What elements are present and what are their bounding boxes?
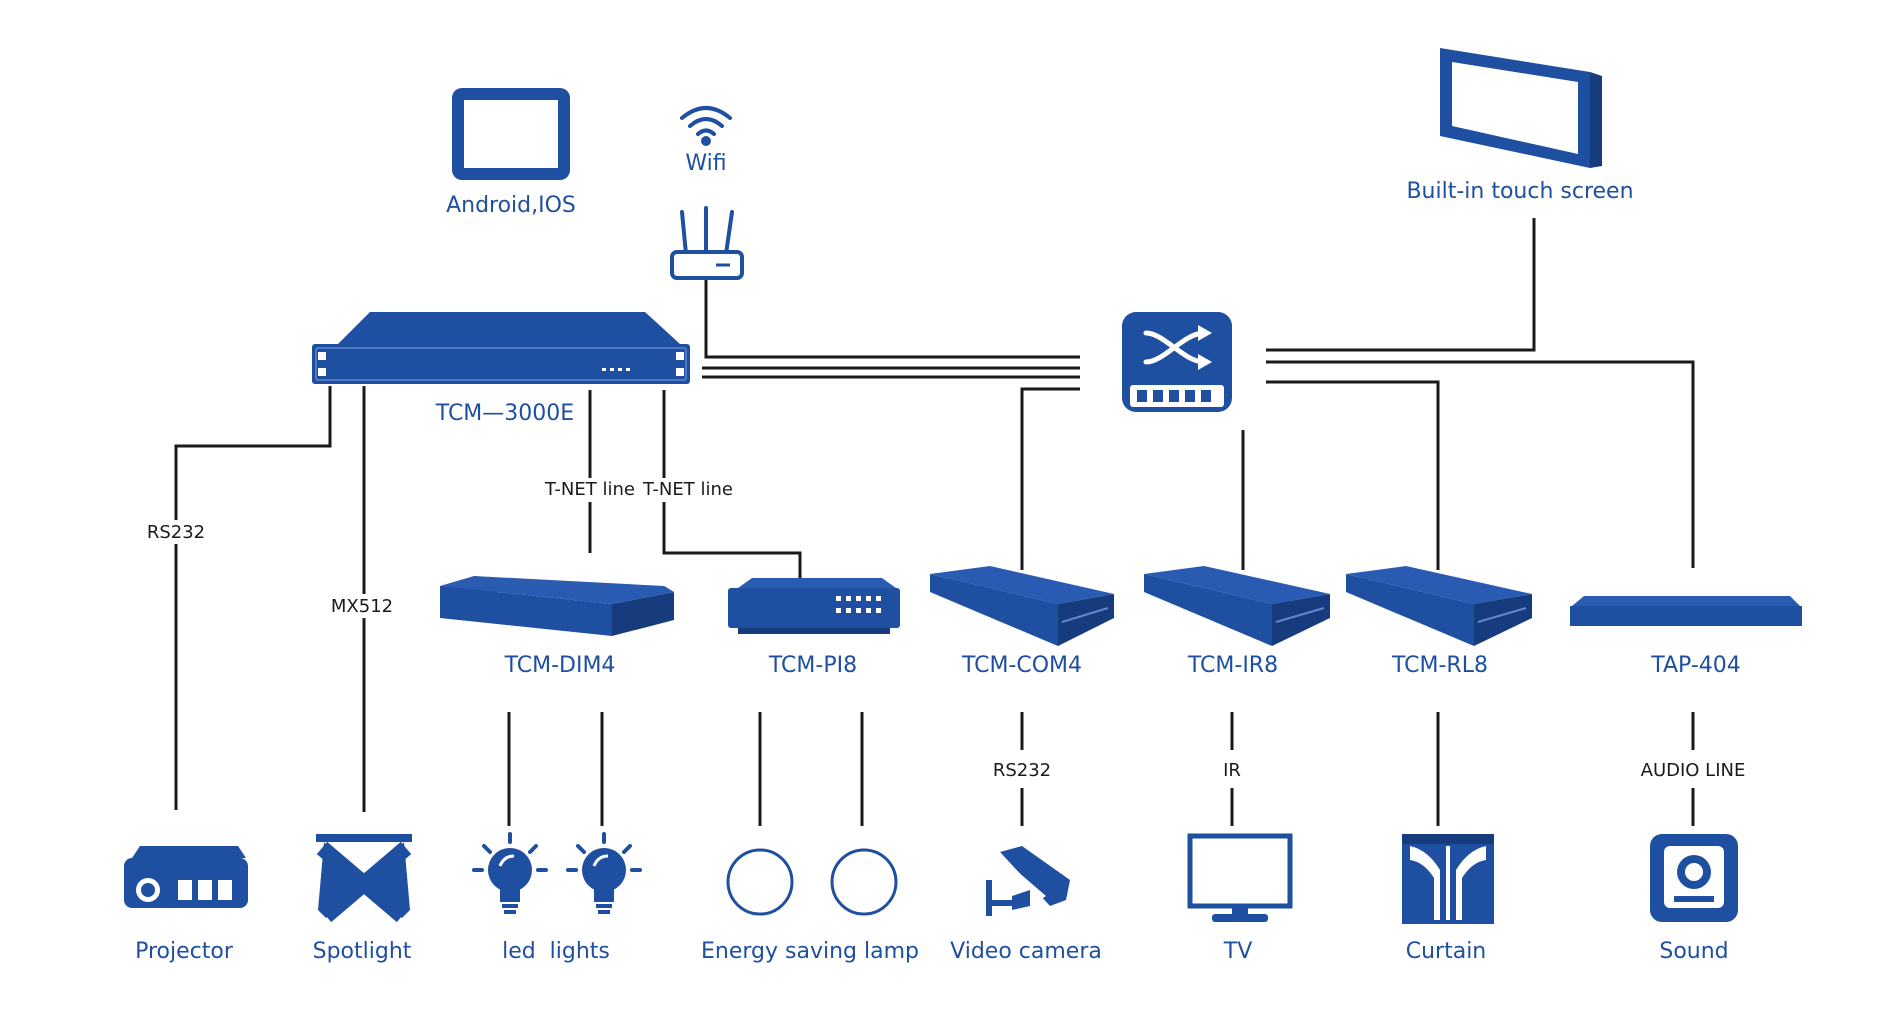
ir8-module-icon — [1144, 566, 1330, 646]
bulb-icon — [566, 832, 642, 914]
energy-lamp-label: Energy saving lamp — [701, 939, 919, 964]
bulb-icon — [472, 832, 548, 914]
lamp-icon — [830, 848, 898, 916]
pi8-label: TCM-PI8 — [768, 653, 857, 678]
dim4-label: TCM-DIM4 — [504, 653, 616, 678]
camera-icon — [986, 846, 1070, 916]
line-switch-rl8 — [1266, 380, 1440, 570]
dim4-module-icon — [440, 576, 674, 636]
projector-label: Projector — [135, 939, 234, 964]
pi8-module-icon — [728, 578, 900, 634]
line-rs232-projector — [174, 386, 332, 810]
video-camera-label: Video camera — [950, 939, 1102, 964]
ir-label: IR — [1223, 760, 1241, 781]
network-switch-icon — [1122, 312, 1232, 412]
line-tnet-pi8 — [662, 390, 802, 578]
tnet-label-1: T-NET line — [544, 479, 635, 500]
tv-label: TV — [1223, 939, 1253, 964]
tap404-module-icon — [1570, 596, 1802, 626]
line-switch-touchscreen — [1266, 218, 1536, 352]
curtain-icon — [1402, 834, 1494, 924]
ir8-label: TCM-IR8 — [1187, 653, 1278, 678]
rack-controller-icon — [312, 312, 690, 384]
mx512-label: MX512 — [331, 596, 393, 617]
line-router-switch — [704, 272, 1080, 359]
sound-label: Sound — [1659, 939, 1728, 964]
speaker-icon — [1650, 834, 1738, 922]
line-switch-com4 — [1020, 387, 1080, 570]
line-switch-tap404 — [1266, 360, 1695, 568]
controller-label: TCM—3000E — [435, 401, 574, 426]
rl8-module-icon — [1346, 566, 1532, 646]
spotlight-label: Spotlight — [313, 939, 412, 964]
projector-icon — [124, 846, 248, 908]
curtain-label: Curtain — [1406, 939, 1487, 964]
lamp-icon — [726, 848, 794, 916]
router-icon — [670, 206, 744, 280]
audio-line-label: AUDIO LINE — [1641, 760, 1746, 781]
led-lights-label: led lights — [502, 939, 610, 964]
tap404-label: TAP-404 — [1650, 653, 1741, 678]
com4-module-icon — [930, 566, 1114, 646]
tablet-icon — [452, 88, 570, 180]
tnet-label-2: T-NET line — [642, 479, 733, 500]
rl8-label: TCM-RL8 — [1391, 653, 1488, 678]
tv-icon — [1187, 833, 1293, 922]
rs232-label-com4: RS232 — [993, 760, 1051, 781]
rs232-label-left: RS232 — [147, 522, 205, 543]
spotlight-icon — [316, 834, 412, 923]
touchscreen-label: Built-in touch screen — [1406, 179, 1633, 204]
tablet-label: Android,IOS — [446, 193, 576, 218]
touchscreen-icon — [1440, 48, 1602, 168]
wifi-icon — [680, 106, 732, 146]
com4-label: TCM-COM4 — [961, 653, 1082, 678]
wifi-label: Wifi — [685, 151, 726, 176]
connection-lines — [174, 218, 1695, 826]
